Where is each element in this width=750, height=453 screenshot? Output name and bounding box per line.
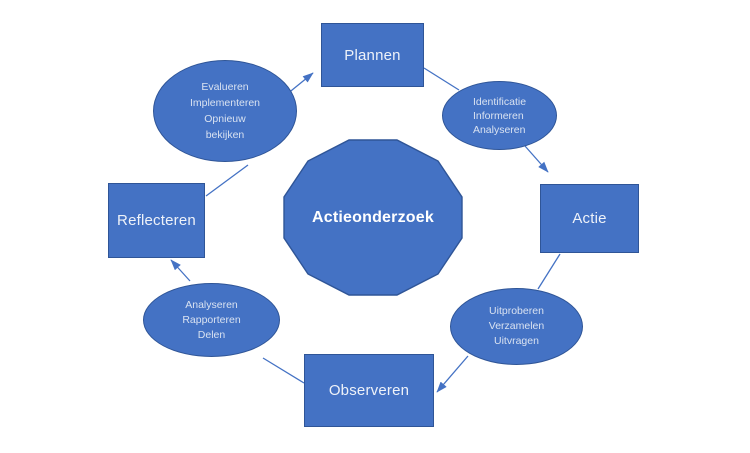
ellipse-identificatie: Identificatie Informeren Analyseren (442, 81, 557, 150)
connector-uitproberen-to-observeren (436, 355, 469, 393)
node-reflecteren: Reflecteren (108, 183, 205, 258)
connector-actie-to-uitproberen (537, 253, 561, 290)
ellipse-evalueren-text: Evalueren Implementeren Opnieuw bekijken (189, 81, 261, 141)
node-observeren: Observeren (304, 354, 434, 427)
node-actie: Actie (540, 184, 639, 253)
ellipse-identificatie-text: Identificatie Informeren Analyseren (472, 95, 527, 136)
center-polygon-label: Actieonderzoek (312, 208, 434, 226)
connector-reflecteren-to-evalueren (205, 164, 249, 197)
ellipse-evalueren: Evalueren Implementeren Opnieuw bekijken (153, 60, 297, 162)
center-polygon-shape (283, 139, 463, 296)
connector-plannen-to-identificatie (423, 67, 460, 91)
node-plannen-label: Plannen (344, 46, 401, 64)
connector-observeren-to-analyseren (262, 357, 305, 384)
connector-analyseren-to-reflecteren (170, 259, 191, 282)
node-reflecteren-label: Reflecteren (117, 212, 196, 229)
node-plannen: Plannen (321, 23, 424, 87)
node-actie-label: Actie (572, 210, 607, 227)
ellipse-analyseren-text: Analyseren Rapporteren Delen (182, 298, 241, 341)
node-observeren-label: Observeren (328, 382, 410, 399)
ellipse-uitproberen-text: Uitproberen Verzamelen Uitvragen (488, 305, 545, 347)
ellipse-uitproberen: Uitproberen Verzamelen Uitvragen (450, 288, 583, 365)
ellipse-analyseren: Analyseren Rapporteren Delen (143, 283, 280, 357)
connector-identificatie-to-actie (524, 145, 549, 173)
